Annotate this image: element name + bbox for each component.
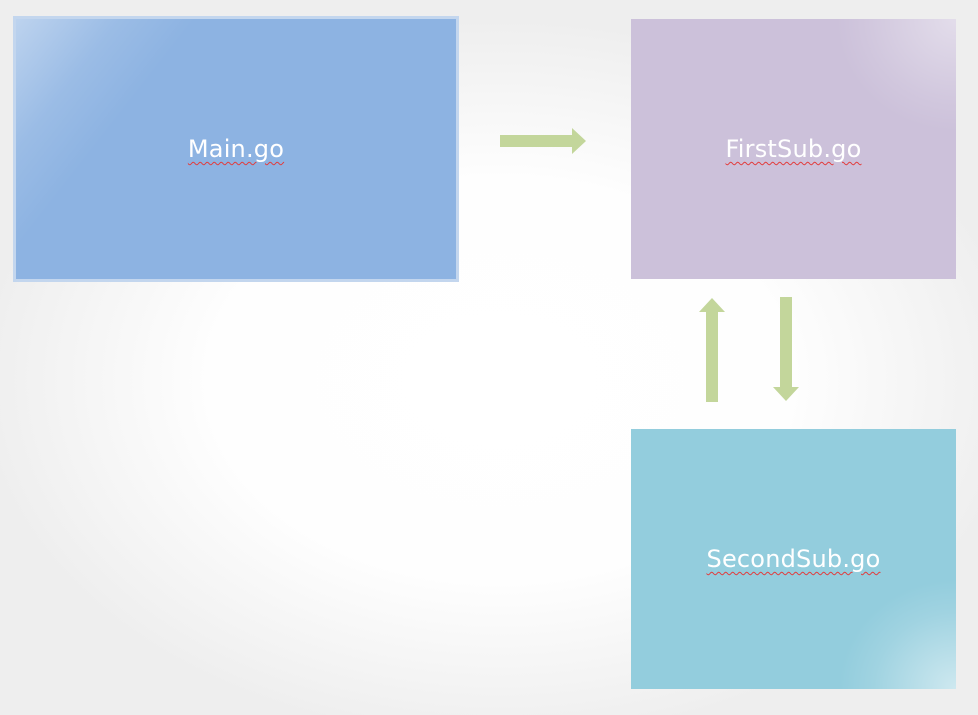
arrow-secondsub-to-firstsub <box>699 298 725 402</box>
node-main: Main.go <box>13 16 459 282</box>
arrow-firstsub-to-secondsub <box>773 297 799 401</box>
node-firstsub-label: FirstSub.go <box>725 135 862 163</box>
arrow-right-shape <box>500 128 586 154</box>
arrow-up-shape <box>699 298 725 402</box>
arrow-down-shape <box>773 297 799 401</box>
node-firstsub: FirstSub.go <box>631 19 956 279</box>
arrow-main-to-firstsub <box>500 128 586 154</box>
node-secondsub: SecondSub.go <box>631 429 956 689</box>
node-main-label: Main.go <box>187 135 285 163</box>
node-secondsub-label: SecondSub.go <box>706 545 881 573</box>
